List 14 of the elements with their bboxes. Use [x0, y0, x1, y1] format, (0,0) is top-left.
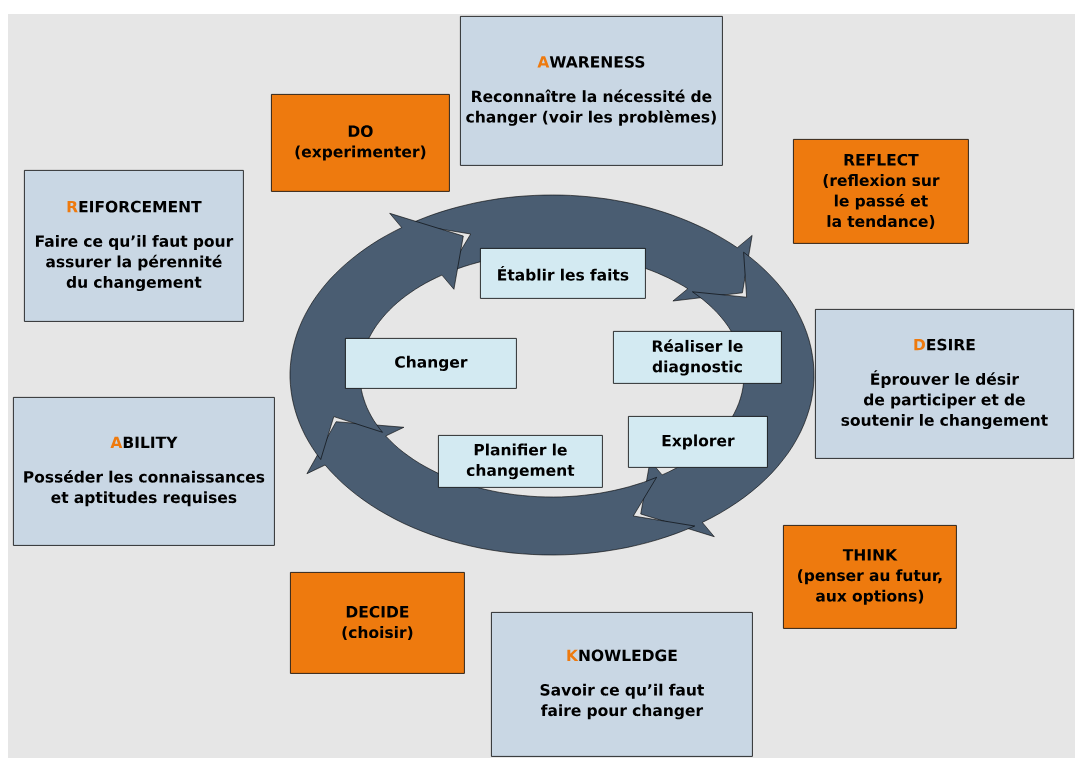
action-box: THINK (penser au futur, aux options) — [783, 525, 957, 629]
stage-box: DESIRE Éprouver le désir de participer et de soutenir le changement — [815, 309, 1074, 459]
stage-box: AWARENESS Reconnaître la nécessité de changer (voir les problèmes) — [460, 16, 723, 166]
action-box: DECIDE (choisir) — [290, 572, 465, 674]
step-box: Établir les faits — [480, 248, 646, 299]
stage-box: ABILITY Posséder les connaissances et aptitudes requises — [13, 397, 275, 546]
step-box: Changer — [345, 338, 517, 389]
stage-box: REIFORCEMENT Faire ce qu’il faut pour assurer la pérennité du changement — [24, 170, 244, 322]
step-box: Réaliser le diagnostic — [613, 331, 782, 384]
step-box: Planifier le changement — [438, 435, 603, 488]
step-box: Explorer — [628, 416, 768, 468]
action-box: REFLECT (reflexion sur le passé et la tendance) — [793, 139, 969, 244]
stage-box: KNOWLEDGE Savoir ce qu’il faut faire pour changer — [491, 612, 753, 757]
action-box: DO (experimenter) — [271, 94, 450, 192]
